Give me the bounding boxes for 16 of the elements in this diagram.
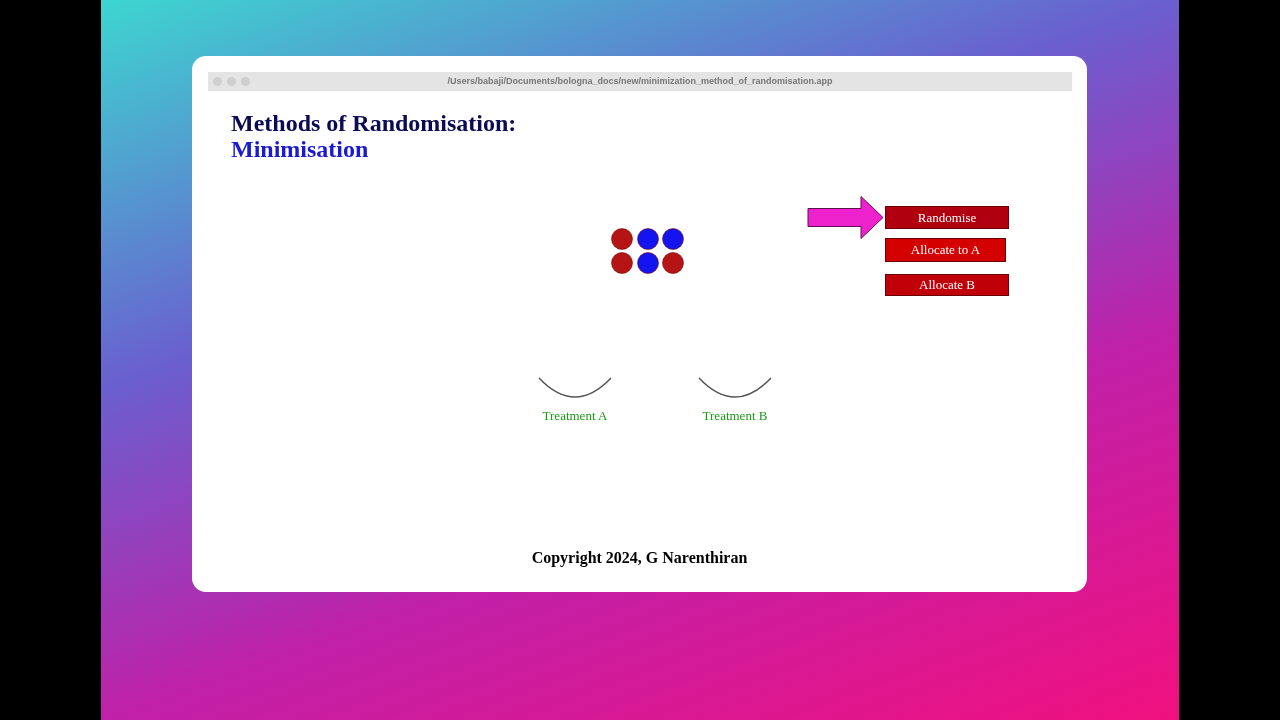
page-subtitle: Minimisation [231, 135, 369, 163]
ball-circle [662, 252, 684, 274]
ball-circle [637, 228, 659, 250]
ball-circle [611, 252, 633, 274]
file-path: /Users/babaji/Documents/bologna_docs/new/minimization_method_of_randomisation.app [447, 74, 833, 88]
treatment-label: Treatment B [702, 407, 768, 425]
block-arrow [807, 196, 884, 239]
action-button: Randomise [885, 206, 1009, 229]
ball-circle [611, 228, 633, 250]
action-button: Allocate to A [885, 238, 1006, 262]
copyright-note: Copyright 2024, G Narenthiran [530, 548, 749, 569]
action-button: Allocate B [885, 274, 1009, 296]
treatment-label: Treatment A [542, 407, 608, 425]
ball-circle [637, 252, 659, 274]
page-title: Methods of Randomisation: [231, 109, 517, 137]
ball-circle [662, 228, 684, 250]
